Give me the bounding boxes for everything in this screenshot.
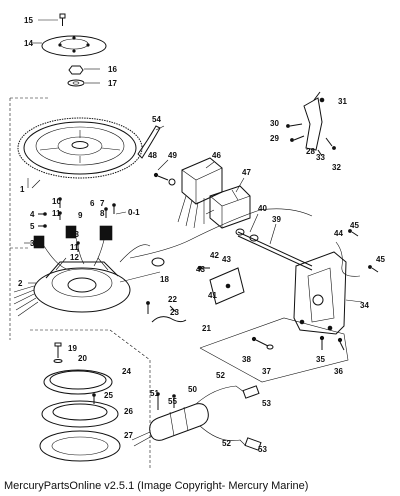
callout-16: 16 [108,65,117,74]
callout-55: 55 [168,397,177,406]
part-35-38-screws [251,335,345,351]
stator-wires [13,237,151,317]
callout-45b: 45 [376,255,385,264]
callout-54: 54 [152,115,161,124]
part-3-coil [24,235,45,249]
callout-27: 27 [124,431,133,440]
callout-53: 53 [262,399,271,408]
part-24-seal-ring [43,369,113,395]
part-41-plate [209,267,245,305]
part-47-rectifier [205,185,251,229]
part-40-clips [235,228,259,242]
part-18-cap [151,257,165,267]
part-27-gasket [39,430,121,462]
callout-18: 18 [160,275,169,284]
part-50-ignition-coil [131,385,262,451]
part-14-flywheel-cover [41,35,107,57]
callout-46: 46 [212,151,221,160]
callout-19: 19 [68,344,77,353]
callout-48: 48 [148,151,157,160]
callout-24: 24 [122,367,131,376]
callout-5: 5 [30,222,35,231]
callout-12: 12 [70,253,79,262]
callout-0-1: 0-1 [128,208,140,217]
callout-33: 33 [316,153,325,162]
part-19-20-screw-washer [53,342,63,363]
part-15-screw [38,13,66,26]
part-28-33-throttle-bracket [286,91,336,157]
callout-3: 3 [30,239,35,248]
part-44-wire [335,229,379,277]
callout-4: 4 [30,210,35,219]
callout-47: 47 [242,168,251,177]
callout-35: 35 [316,355,325,364]
callout-1: 1 [20,185,25,194]
callout-13: 13 [70,230,79,239]
callout-38: 38 [242,355,251,364]
callout-53b: 53 [258,445,267,454]
callout-51: 51 [150,389,159,398]
callout-40: 40 [258,204,267,213]
callout-2: 2 [18,279,23,288]
callout-7: 7 [100,199,105,208]
callout-8: 8 [100,209,105,218]
part-46-switch-box [177,157,223,229]
callout-17: 17 [108,79,117,88]
part-1-flywheel [17,117,143,179]
callout-30: 30 [270,119,279,128]
callout-10: 10 [52,197,61,206]
callout-23: 23 [170,308,179,317]
callout-22: 22 [168,295,177,304]
callout-6: 6 [90,199,95,208]
callout-labels: 15 14 16 17 1 4 5 3 10 11 9 6 7 8 0-1 13… [18,16,385,454]
callout-31: 31 [338,97,347,106]
callout-36: 36 [334,367,343,376]
callout-11b: 11 [70,243,79,252]
part-13-coil [65,225,113,241]
part-17-washer [67,79,100,87]
part-34-bracket [293,251,347,335]
part-2-stator-plate [33,257,131,313]
callout-leaders [28,42,363,303]
callout-45: 45 [350,221,359,230]
callout-34: 34 [360,301,369,310]
callout-21: 21 [202,324,211,333]
callout-32: 32 [332,163,341,172]
callout-9: 9 [78,211,83,220]
part-42-screw [197,265,210,271]
part-16-nut [68,65,100,75]
small-screws-4-5-10-11 [38,197,116,252]
callout-39: 39 [272,215,281,224]
callout-14: 14 [24,39,33,48]
callout-52: 52 [216,371,225,380]
part-51-55-screws [156,392,176,410]
callout-41: 41 [208,291,217,300]
callout-37: 37 [262,367,271,376]
copyright-footer: MercuryPartsOnline v2.5.1 (Image Copyrig… [4,480,309,492]
callout-49: 49 [168,151,177,160]
part-25-screw [92,393,96,404]
callout-28: 28 [306,147,315,156]
callout-52b: 52 [222,439,231,448]
callout-43: 43 [222,255,231,264]
callout-26: 26 [124,407,133,416]
callout-15: 15 [24,16,33,25]
callout-20: 20 [78,354,87,363]
callout-29: 29 [270,134,279,143]
callout-25: 25 [104,391,113,400]
callout-42: 42 [210,251,219,260]
part-48-49-screws [153,172,176,186]
callout-11: 11 [52,209,61,218]
part-26-retainer [41,400,119,428]
callout-50: 50 [188,385,197,394]
callout-43b: 43 [196,265,205,274]
part-21-23-clamp [146,301,187,323]
callout-44: 44 [334,229,343,238]
